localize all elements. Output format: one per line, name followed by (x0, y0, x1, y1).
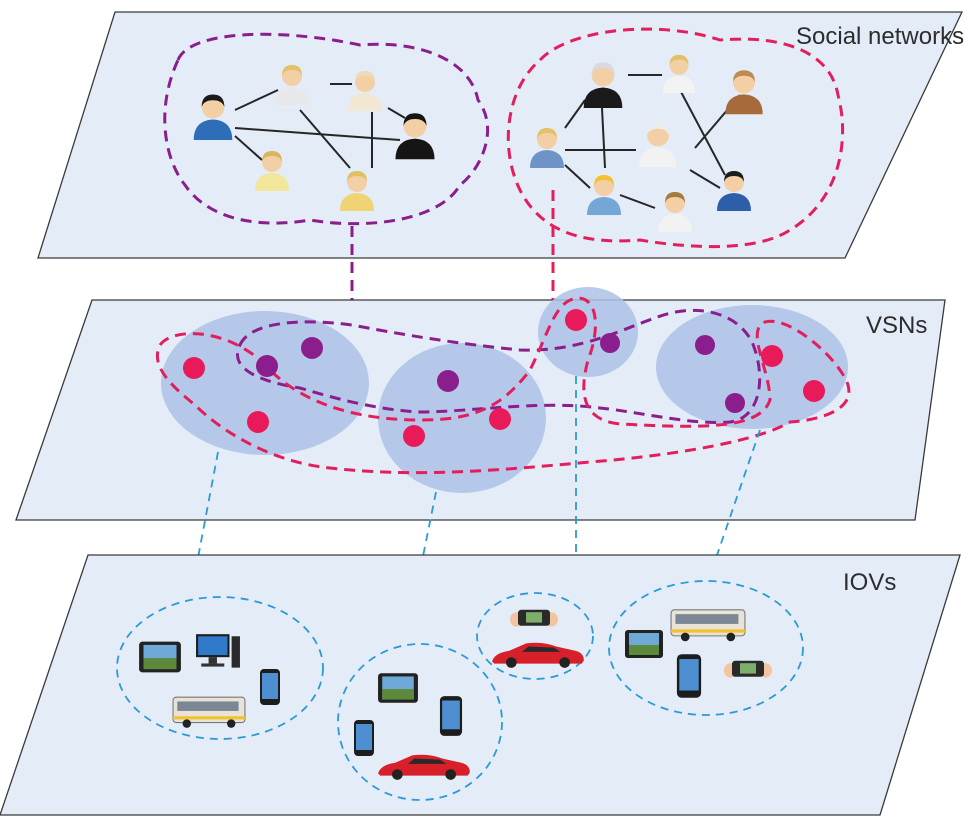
vsn-node-red (565, 309, 587, 331)
iovs-layer: IOVs (0, 554, 961, 816)
vsn-cluster-1 (161, 311, 369, 455)
vsn-node-red (183, 357, 205, 379)
vsn-cluster-3 (538, 287, 638, 377)
vsn-node-red (803, 380, 825, 402)
vsn-node-purple (437, 370, 459, 392)
smartphone-icon (439, 696, 463, 736)
smartphone-icon (260, 669, 280, 705)
vsn-node-red (761, 345, 783, 367)
social-networks-layer: Social networks (37, 11, 964, 259)
iov-group-4 (608, 580, 804, 716)
vsn-node-purple (301, 337, 323, 359)
vsn-red-community (155, 296, 851, 475)
smartphone-icon (676, 654, 702, 698)
red-community-boundary (506, 27, 845, 249)
vsns-layer: VSNs (15, 287, 946, 521)
vsn-cluster-2 (378, 343, 546, 493)
iov-group-2 (337, 643, 503, 801)
tablet-icon (625, 630, 663, 658)
gamepad-icon (724, 660, 772, 678)
tablet-icon (378, 673, 418, 703)
left-social-edges (234, 83, 406, 169)
social-networks-label: Social networks (796, 23, 964, 50)
tablet-icon (139, 641, 181, 673)
vsn-node-red (403, 425, 425, 447)
gamepad-icon (510, 609, 558, 627)
vsn-node-purple (600, 333, 620, 353)
vsn-node-purple (695, 335, 715, 355)
vsn-node-red (247, 411, 269, 433)
iov-group-3 (476, 592, 594, 680)
vsn-cluster-4 (656, 305, 848, 429)
vsn-node-purple (256, 355, 278, 377)
vsn-node-red (489, 408, 511, 430)
vsns-label: VSNs (866, 312, 927, 339)
iovs-label: IOVs (843, 569, 896, 596)
smartphone-icon (354, 720, 374, 756)
vsn-purple-community (236, 308, 762, 424)
purple-community-boundary (163, 32, 489, 226)
vsn-node-purple (725, 393, 745, 413)
iov-group-1 (116, 596, 324, 740)
